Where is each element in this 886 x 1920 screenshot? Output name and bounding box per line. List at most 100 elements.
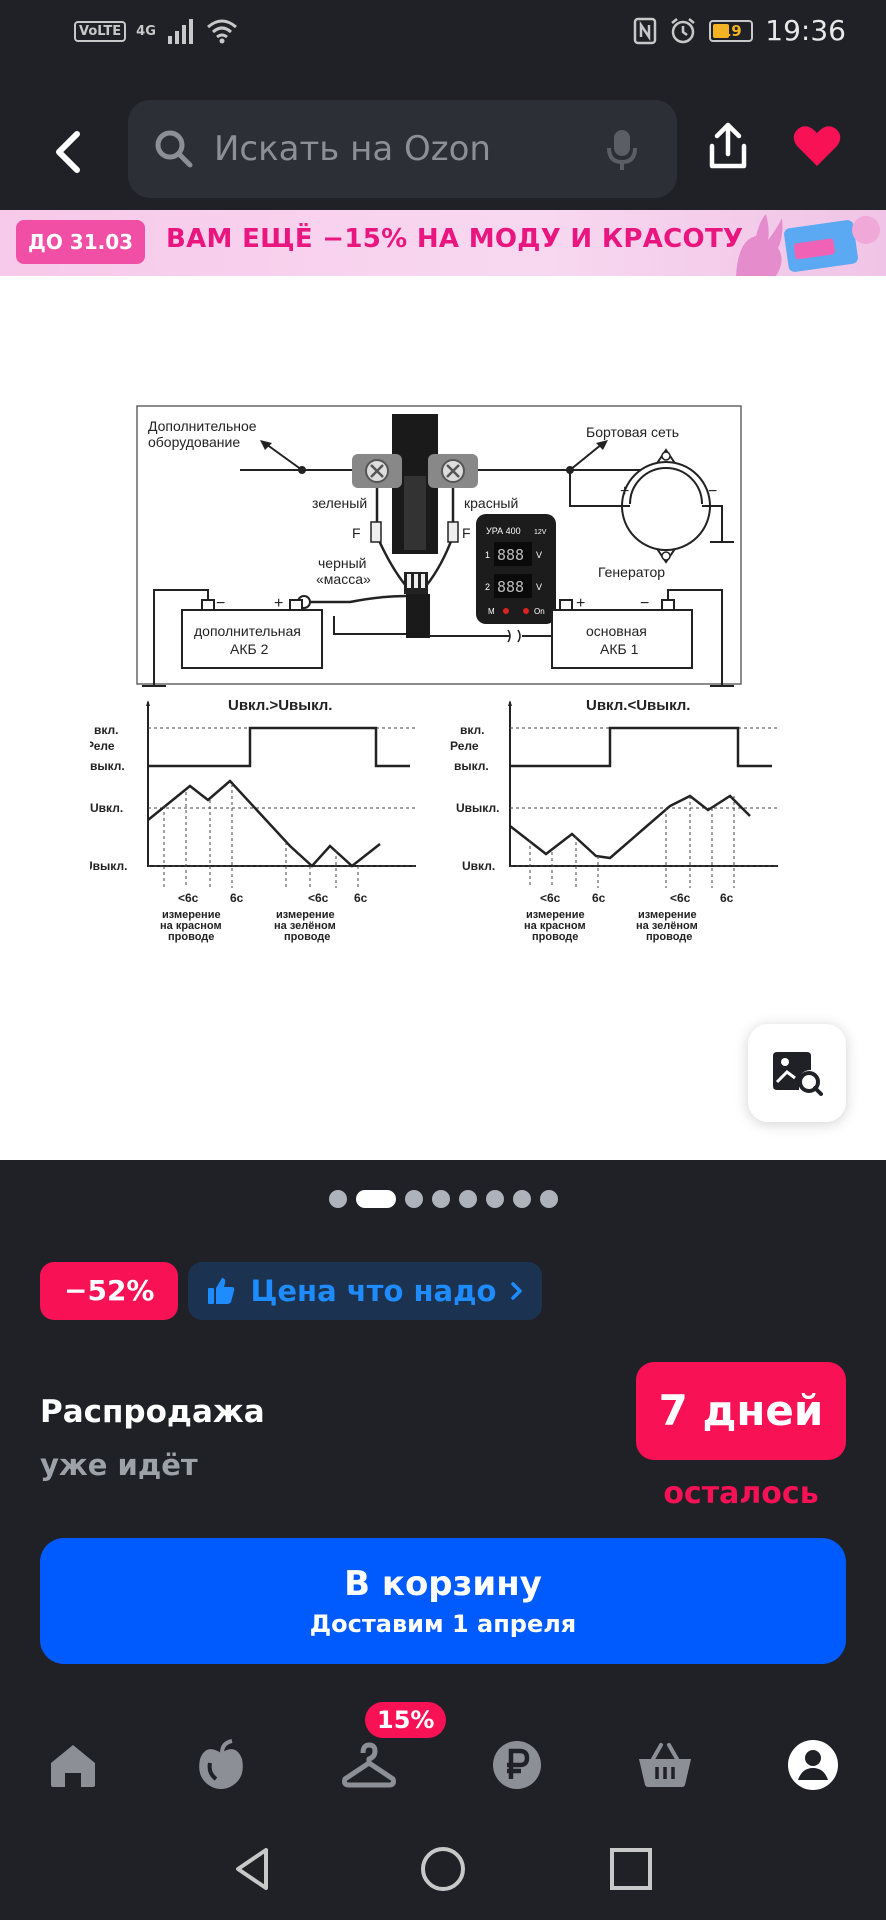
- voltage-line: [509, 794, 751, 860]
- pagination-dot[interactable]: [328, 1190, 347, 1208]
- nav-finance[interactable]: [482, 1730, 552, 1800]
- sale-subtitle: уже идёт: [40, 1448, 198, 1482]
- bat2-plus: +: [274, 595, 283, 612]
- pagination-dot[interactable]: [431, 1190, 450, 1208]
- nav-profile[interactable]: [778, 1730, 848, 1800]
- bat1-minus: −: [640, 595, 649, 612]
- ruble-icon: [493, 1741, 541, 1789]
- status-bar: VoLTE 4G 19 19:36: [0, 0, 886, 70]
- relay-line: [510, 726, 772, 768]
- system-back-icon[interactable]: [228, 1844, 278, 1894]
- green-wire-label: зеленый: [312, 495, 367, 511]
- annotation: на зелёном: [274, 920, 336, 932]
- visual-search-button[interactable]: [748, 1024, 846, 1122]
- onboard-network-label: Бортовая сеть: [586, 424, 679, 440]
- image-search-icon: [773, 1052, 823, 1096]
- basket-icon: [639, 1743, 691, 1787]
- x-label: <6с: [178, 891, 199, 905]
- product-gallery[interactable]: Дополнительное оборудование Бортовая сет…: [0, 276, 886, 1160]
- chevron-right-icon: [511, 1282, 523, 1300]
- price-badges: −52% Цена что надо: [40, 1262, 543, 1320]
- x-label: <6с: [670, 891, 691, 905]
- battery2-label-2: АКБ 2: [230, 641, 269, 657]
- pagination-dot[interactable]: [458, 1190, 477, 1208]
- chart-title: Uвкл.<Uвыкл.: [586, 697, 690, 714]
- system-recents-icon[interactable]: [606, 1844, 656, 1894]
- y-label: Реле: [90, 739, 115, 753]
- annotation: измерение: [526, 909, 585, 921]
- y-label: Uвыкл.: [90, 859, 127, 873]
- system-home-icon[interactable]: [418, 1844, 468, 1894]
- voltage-line: [147, 779, 381, 868]
- pagination-dot-active[interactable]: [355, 1190, 396, 1208]
- device-on: On: [534, 607, 545, 616]
- sale-title: Распродажа: [40, 1394, 265, 1430]
- add-to-cart-button[interactable]: В корзину Доставим 1 апреля: [40, 1538, 846, 1664]
- annotation: измерение: [276, 909, 335, 921]
- battery-indicator: 19: [709, 19, 754, 42]
- y-label: Реле: [450, 739, 479, 753]
- red-wire-label: красный: [464, 495, 518, 511]
- apple-icon: [199, 1739, 243, 1789]
- nav-cart[interactable]: [630, 1730, 700, 1800]
- nav-fashion[interactable]: [334, 1730, 404, 1800]
- good-price-badge[interactable]: Цена что надо: [188, 1262, 543, 1320]
- fashion-discount-badge: 15%: [365, 1702, 447, 1738]
- back-arrow-icon: [56, 131, 80, 173]
- pagination-dot[interactable]: [539, 1190, 558, 1208]
- y-label: Uвкл.: [462, 859, 495, 873]
- system-navigation: [0, 1820, 886, 1920]
- pagination-dot[interactable]: [512, 1190, 531, 1208]
- clock: 19:36: [765, 14, 846, 47]
- display-2: 888: [497, 578, 524, 596]
- annotation: на красном: [160, 920, 222, 932]
- search-placeholder: Искать на Ozon: [214, 129, 491, 169]
- battery1-label-1: основная: [586, 623, 647, 639]
- promo-text: ВАМ ЕЩЁ −15% НА МОДУ И КРАСОТУ: [166, 224, 744, 254]
- days-left-label: осталось: [663, 1476, 819, 1511]
- alarm-icon: [671, 17, 696, 43]
- thumbs-up-icon: [208, 1278, 235, 1304]
- share-button[interactable]: [706, 122, 750, 176]
- gen-plus: +: [620, 483, 629, 500]
- search-icon: [155, 130, 193, 168]
- promo-banner[interactable]: ДО 31.03 ВАМ ЕЩЁ −15% НА МОДУ И КРАСОТУ: [0, 210, 886, 276]
- channel-2: 2: [485, 582, 490, 592]
- hanger-icon: [342, 1742, 396, 1788]
- x-label: 6с: [354, 891, 368, 905]
- bottom-navigation: 15%: [0, 1690, 886, 1820]
- network-indicator: 4G: [136, 23, 156, 39]
- fuse-label-left: F: [352, 525, 361, 541]
- annotation: проводе: [646, 931, 692, 943]
- nfc-icon: [634, 17, 657, 44]
- add-to-cart-label: В корзину: [344, 1564, 542, 1604]
- nav-fresh[interactable]: [186, 1730, 256, 1800]
- heart-icon: [793, 126, 841, 166]
- sale-block: Распродажа уже идёт: [40, 1394, 265, 1482]
- bat1-plus: +: [576, 595, 585, 612]
- favorite-button[interactable]: [792, 124, 842, 172]
- display-1: 888: [497, 546, 524, 564]
- nav-home[interactable]: [38, 1730, 108, 1800]
- annotation: проводе: [532, 931, 578, 943]
- annotation: на зелёном: [636, 920, 698, 932]
- gen-minus: −: [708, 483, 717, 500]
- volte-indicator: VoLTE: [74, 20, 127, 42]
- annotation: измерение: [162, 909, 221, 921]
- gallery-pagination: [0, 1190, 886, 1208]
- signal-icon: [167, 19, 193, 44]
- black-wire-label-2: «масса»: [316, 571, 371, 587]
- good-price-label: Цена что надо: [250, 1274, 497, 1308]
- pagination-dot[interactable]: [404, 1190, 423, 1208]
- search-input[interactable]: Искать на Ozon: [128, 100, 677, 198]
- extra-equipment-label-2: оборудование: [148, 434, 240, 450]
- volt-1: V: [536, 550, 542, 560]
- y-label: вкл.: [94, 723, 119, 737]
- pagination-dot[interactable]: [485, 1190, 504, 1208]
- microphone-icon[interactable]: [607, 130, 637, 170]
- generator-label: Генератор: [598, 564, 665, 580]
- back-button[interactable]: [44, 122, 92, 182]
- annotation: проводе: [168, 931, 214, 943]
- y-label: Uвкл.: [90, 801, 123, 815]
- home-icon: [51, 1745, 95, 1787]
